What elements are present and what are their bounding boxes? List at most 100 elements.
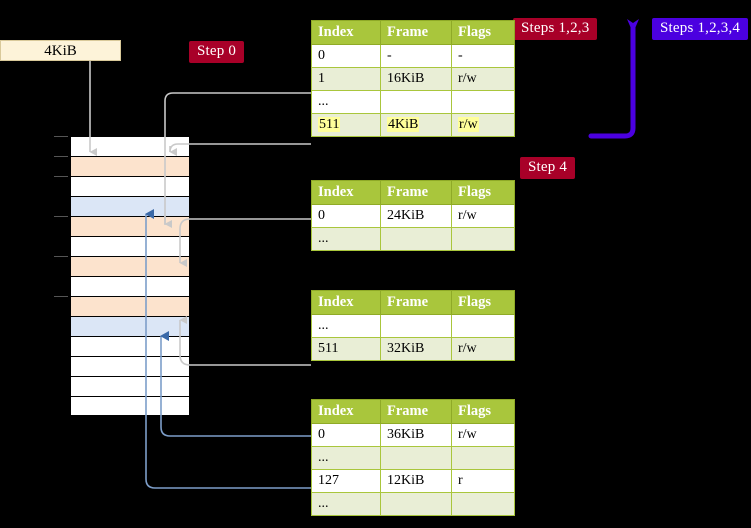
steps123-label: Steps 1,2,3 bbox=[521, 20, 590, 36]
cell-index: 511 bbox=[311, 113, 381, 137]
cell-flags bbox=[451, 314, 515, 338]
cell-frame: 36KiB bbox=[380, 423, 452, 447]
memory-frame-row bbox=[70, 296, 190, 316]
table-row: ... bbox=[311, 314, 515, 338]
table-header-row: Index Frame Flags bbox=[311, 20, 515, 45]
col-index: Index bbox=[311, 20, 381, 45]
cell-flags bbox=[451, 492, 515, 516]
cell-index: ... bbox=[311, 314, 381, 338]
connector-pml4-511-to-frame bbox=[169, 143, 311, 153]
steps1234-label: Steps 1,2,3,4 bbox=[660, 20, 741, 36]
physical-memory-column bbox=[54, 136, 190, 416]
memory-frame-row bbox=[70, 376, 190, 396]
steps123-badge: Steps 1,2,3 bbox=[513, 18, 598, 40]
steps1234-loop-arrow bbox=[588, 19, 639, 139]
cell-index: ... bbox=[311, 446, 381, 470]
memory-frame-row bbox=[70, 396, 190, 416]
cell-frame: 24KiB bbox=[380, 204, 452, 228]
cell-flags: - bbox=[451, 44, 515, 68]
frame-tick-mark bbox=[54, 136, 68, 137]
cell-frame bbox=[380, 227, 452, 251]
memory-frame-row bbox=[70, 336, 190, 356]
cell-index: ... bbox=[311, 90, 381, 114]
highlight-mark: 4KiB bbox=[387, 117, 420, 132]
table-row: 511 4KiB r/w bbox=[311, 113, 515, 137]
cell-index: 0 bbox=[311, 423, 381, 447]
cell-flags bbox=[451, 90, 515, 114]
step0-label: Step 0 bbox=[197, 43, 237, 59]
memory-frame-row bbox=[70, 196, 190, 216]
cell-index: 1 bbox=[311, 67, 381, 91]
col-flags: Flags bbox=[451, 180, 515, 205]
step4-badge: Step 4 bbox=[520, 157, 576, 179]
cell-frame: 32KiB bbox=[380, 337, 452, 361]
frame-tick-mark bbox=[54, 296, 68, 297]
table-row: ... bbox=[311, 227, 515, 251]
col-frame: Frame bbox=[380, 20, 452, 45]
memory-frame-row bbox=[70, 276, 190, 296]
memory-frame-row bbox=[70, 216, 190, 236]
col-index: Index bbox=[311, 399, 381, 424]
table-row: ... bbox=[311, 492, 515, 516]
col-flags: Flags bbox=[451, 399, 515, 424]
steps1234-badge: Steps 1,2,3,4 bbox=[652, 18, 749, 40]
frame-tick-mark bbox=[54, 216, 68, 217]
cell-flags: r/w bbox=[451, 204, 515, 228]
col-index: Index bbox=[311, 180, 381, 205]
cell-flags: r/w bbox=[451, 67, 515, 91]
table-row: ... bbox=[311, 90, 515, 114]
step4-label: Step 4 bbox=[528, 159, 568, 175]
connector-pdpt-0-to-frame bbox=[179, 218, 311, 267]
cell-flags: r/w bbox=[451, 423, 515, 447]
cell-frame: - bbox=[380, 44, 452, 68]
cell-flags bbox=[451, 227, 515, 251]
step0-badge: Step 0 bbox=[189, 41, 245, 63]
memory-frame-row bbox=[70, 176, 190, 196]
page-size-box: 4KiB bbox=[0, 40, 121, 61]
cell-index: 127 bbox=[311, 469, 381, 493]
cell-frame bbox=[380, 314, 452, 338]
col-index: Index bbox=[311, 290, 381, 315]
highlight-mark: r/w bbox=[458, 117, 479, 132]
cell-frame: 12KiB bbox=[380, 469, 452, 493]
cell-index: 0 bbox=[311, 44, 381, 68]
cell-frame: 16KiB bbox=[380, 67, 452, 91]
col-flags: Flags bbox=[451, 290, 515, 315]
page-size-label: 4KiB bbox=[44, 43, 77, 59]
highlight-mark: 511 bbox=[318, 117, 341, 132]
connector-pd-511-to-frame bbox=[179, 316, 311, 366]
cell-frame bbox=[380, 90, 452, 114]
memory-frame-row bbox=[70, 356, 190, 376]
frame-tick-mark bbox=[54, 256, 68, 257]
memory-frame-row bbox=[70, 136, 190, 156]
table-row: ... bbox=[311, 446, 515, 470]
cell-index: ... bbox=[311, 227, 381, 251]
table-row: 0-- bbox=[311, 44, 515, 68]
cell-index: 511 bbox=[311, 337, 381, 361]
col-frame: Frame bbox=[380, 399, 452, 424]
cell-frame: 4KiB bbox=[380, 113, 452, 137]
table-header-row: Index Frame Flags bbox=[311, 399, 515, 424]
cell-index: ... bbox=[311, 492, 381, 516]
col-flags: Flags bbox=[451, 20, 515, 45]
frame-tick-mark bbox=[54, 176, 68, 177]
memory-frame-row bbox=[70, 256, 190, 276]
cell-flags: r bbox=[451, 469, 515, 493]
table-header-row: Index Frame Flags bbox=[311, 290, 515, 315]
frame-tick-mark bbox=[54, 156, 68, 157]
table-header-row: Index Frame Flags bbox=[311, 180, 515, 205]
memory-frame-row bbox=[70, 236, 190, 256]
